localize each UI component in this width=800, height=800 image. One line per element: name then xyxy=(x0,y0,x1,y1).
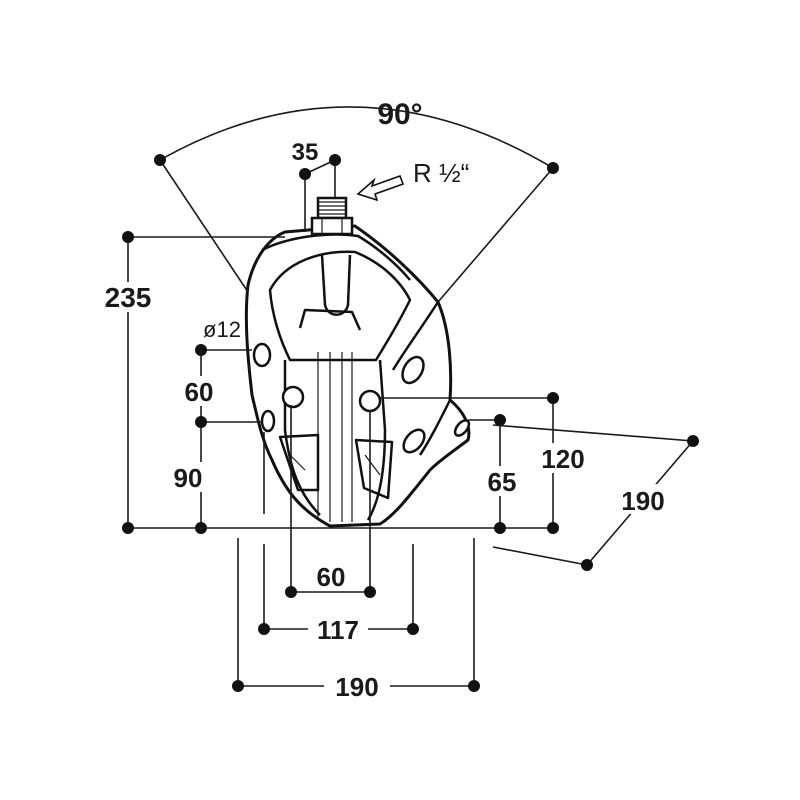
pipe-offset-dimension: 35 xyxy=(292,139,341,232)
hole-right-lower xyxy=(402,428,426,454)
hole-spacing-horizontal-dimension: 60 xyxy=(285,405,376,598)
right-height-dimensions: 65 120 xyxy=(380,392,596,534)
hole-right-upper xyxy=(401,355,425,385)
height-total-dimension: 235 xyxy=(98,231,285,534)
hole-inner-left xyxy=(281,385,305,409)
hole-diameter-label: ø12 xyxy=(203,317,241,342)
height-total-label: 235 xyxy=(105,282,152,313)
pipe-offset-label: 35 xyxy=(292,139,319,166)
angle-dimension: 90° xyxy=(154,98,559,303)
urinal-body xyxy=(244,224,471,528)
depth-dimension: 190 xyxy=(492,424,699,571)
thread-label: R ½“ xyxy=(413,158,469,188)
total-width-dimension: 190 xyxy=(232,538,480,702)
side-height-label: 120 xyxy=(541,444,584,474)
hole-height-label: 90 xyxy=(174,463,203,493)
mount-width-label: 117 xyxy=(317,615,359,645)
hole-spacing-vertical-label: 60 xyxy=(185,377,214,407)
angle-label: 90° xyxy=(377,98,422,131)
hole-spacing-horizontal-label: 60 xyxy=(317,562,346,592)
hole-left-lower xyxy=(260,409,276,433)
thread-callout: R ½“ xyxy=(356,158,469,202)
bottom-to-holes-label: 65 xyxy=(488,467,517,497)
hole-left-upper xyxy=(252,342,272,368)
hole-spacing-vertical-dimension: 60 90 xyxy=(165,350,262,534)
hole-inner-right xyxy=(358,389,382,413)
mount-width-dimension: 117 xyxy=(258,432,419,645)
hole-diameter-dimension: ø12 xyxy=(195,317,252,356)
inlet-pipe xyxy=(310,196,354,236)
total-width-label: 190 xyxy=(335,672,378,702)
depth-label: 190 xyxy=(621,486,664,516)
mounting-holes xyxy=(252,342,471,454)
